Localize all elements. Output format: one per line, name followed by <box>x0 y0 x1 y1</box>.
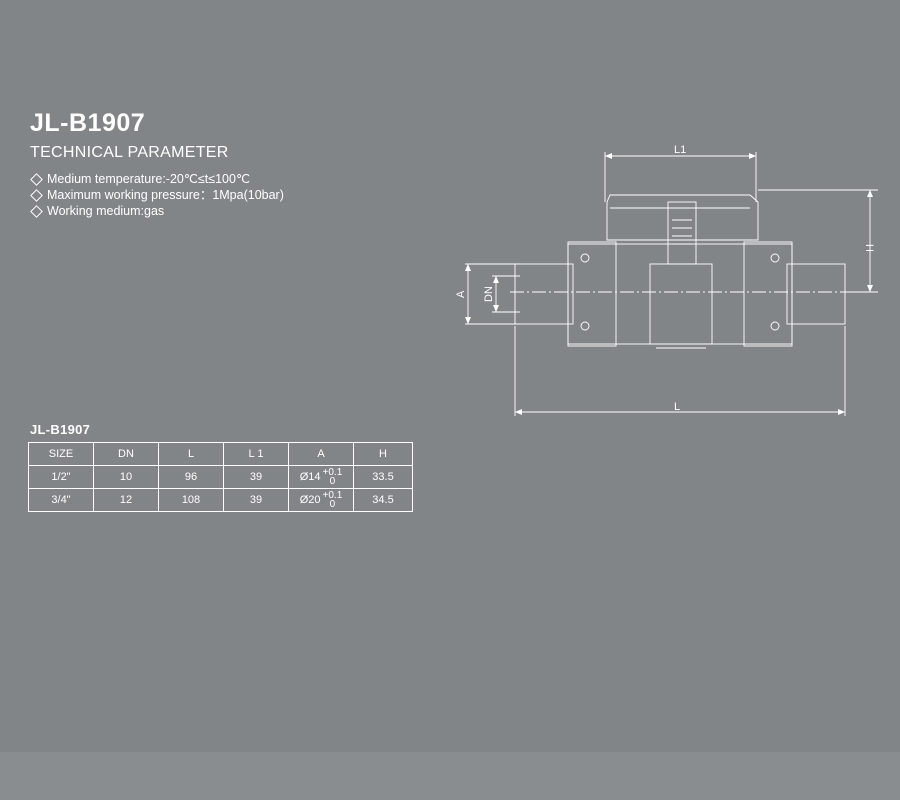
header-l1: L 1 <box>223 442 289 466</box>
parameter-item: Medium temperature:-20℃≤t≤100℃ <box>30 171 284 187</box>
header-size: SIZE <box>28 442 94 466</box>
header-dn: DN <box>93 442 159 466</box>
ball-cavity <box>649 263 713 345</box>
seal <box>580 253 590 263</box>
seal <box>770 253 780 263</box>
model-title: JL-B1907 <box>30 109 146 137</box>
cell-h: 33.5 <box>353 465 413 489</box>
seal <box>580 321 590 331</box>
a-label: A <box>455 290 467 298</box>
handle <box>606 194 759 241</box>
seal <box>770 321 780 331</box>
h-label: H <box>863 244 875 252</box>
union-left <box>567 241 617 347</box>
parameter-list: Medium temperature:-20℃≤t≤100℃ Maximum w… <box>30 171 284 219</box>
l-label: L <box>674 401 680 413</box>
diamond-bullet-icon <box>30 172 43 186</box>
cell-size: 3/4" <box>28 488 94 512</box>
cell-l1: 39 <box>223 488 289 512</box>
header-h: H <box>353 442 413 466</box>
cell-dn: 10 <box>93 465 159 489</box>
cell-size: 1/2" <box>28 465 94 489</box>
bottom-band <box>0 752 900 800</box>
dn-label: DN <box>483 286 495 302</box>
valve-body <box>567 243 793 345</box>
cell-l: 96 <box>158 465 224 489</box>
header-l: L <box>158 442 224 466</box>
diamond-bullet-icon <box>30 188 43 202</box>
table-header-row: SIZE DN L L 1 A H <box>28 442 413 466</box>
cell-dn: 12 <box>93 488 159 512</box>
cell-l: 108 <box>158 488 224 512</box>
parameter-item: Maximum working pressure：1Mpa(10bar) <box>30 187 284 203</box>
valve-technical-drawing: L1 H A DN L <box>455 144 878 416</box>
pipe-left <box>514 263 574 325</box>
diamond-bullet-icon <box>30 204 43 218</box>
table-title: JL-B1907 <box>30 422 91 437</box>
header-a: A <box>288 442 354 466</box>
cell-l1: 39 <box>223 465 289 489</box>
section-subtitle: TECHNICAL PARAMETER <box>30 144 229 161</box>
l1-label: L1 <box>674 144 686 156</box>
parameter-item: Working medium:gas <box>30 203 284 219</box>
union-right <box>743 241 793 347</box>
cell-h: 34.5 <box>353 488 413 512</box>
pipe-right <box>786 263 846 325</box>
stem <box>667 201 697 265</box>
